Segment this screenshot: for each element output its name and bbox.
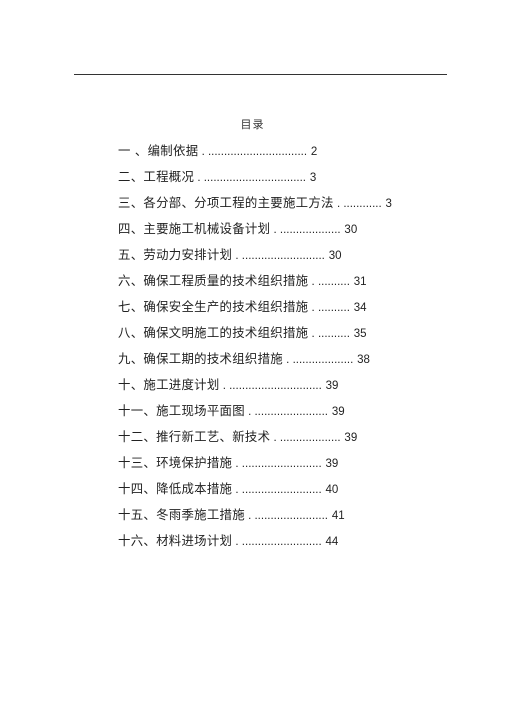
toc-entry-leader: . ................... (270, 224, 341, 236)
toc-entry[interactable]: 十四、降低成本措施 . ......................... 40 (118, 479, 392, 505)
toc-entry[interactable]: 七、确保安全生产的技术组织措施 . .......... 34 (118, 297, 392, 323)
toc-entry[interactable]: 十、施工进度计划 . .............................… (118, 375, 392, 401)
toc-entry[interactable]: 十六、材料进场计划 . ......................... 44 (118, 531, 392, 557)
toc-entry-label: 二、工程概况 (118, 169, 195, 184)
toc-entry-page-number: 30 (344, 224, 358, 236)
toc-entry-page-number: 34 (353, 302, 367, 314)
toc-entry[interactable]: 九、确保工期的技术组织措施 . ................... 38 (118, 349, 392, 375)
toc-entry-page-number: 31 (353, 276, 367, 288)
toc-entry-page-number: 41 (331, 510, 345, 522)
toc-entry-leader: . ......................... (232, 458, 322, 470)
toc-entry-label: 五、劳动力安排计划 (118, 247, 233, 262)
toc-entry-page-number: 35 (353, 328, 367, 340)
toc-entry-page-number: 39 (344, 432, 358, 444)
toc-entry-page-number: 38 (357, 354, 370, 366)
toc-entry[interactable]: 一 、编制依据 . ..............................… (118, 141, 392, 167)
toc-entry-label: 九、确保工期的技术组织措施 (118, 351, 283, 366)
toc-entry-label: 十二、推行新工艺、新技术 (118, 429, 271, 444)
toc-entry-page-number: 39 (325, 458, 339, 470)
toc-entry-leader: . ......................... (232, 536, 322, 548)
toc-entry-page-number: 2 (310, 146, 318, 158)
toc-entry-leader: . ............ (333, 198, 382, 210)
toc-entry-leader: . ................................ (194, 172, 306, 184)
toc-entry-page-number: 40 (325, 484, 339, 496)
toc-entry-label: 十一、施工现场平面图 (118, 403, 245, 418)
toc-entry-label: 六、确保工程质量的技术组织措施 (118, 273, 309, 288)
toc-entry[interactable]: 四、主要施工机械设备计划 . ................... 30 (118, 219, 392, 245)
toc-entry-label: 十、施工进度计划 (118, 377, 220, 392)
toc-entry-label: 十六、材料进场计划 (118, 533, 233, 548)
toc-entry-leader: . .......... (308, 276, 350, 288)
toc-entry-page-number: 39 (331, 406, 345, 418)
toc-entry-leader: . .......................... (232, 250, 325, 262)
toc-entry[interactable]: 五、劳动力安排计划 . .......................... 3… (118, 245, 392, 271)
toc-entry-leader: . ......................... (232, 484, 322, 496)
toc-entry[interactable]: 十二、推行新工艺、新技术 . ................... 39 (118, 427, 392, 453)
toc-entry-label: 十四、降低成本措施 (118, 481, 233, 496)
toc-entry[interactable]: 十三、环境保护措施 . ......................... 39 (118, 453, 392, 479)
toc-entry-page-number: 44 (325, 536, 339, 548)
toc-entry-label: 十五、冬雨季施工措施 (118, 507, 245, 522)
toc-entry[interactable]: 二、工程概况 . ...............................… (118, 167, 392, 193)
toc-entry-leader: . ............................. (219, 380, 322, 392)
toc-entry-leader: . ................... (270, 432, 341, 444)
toc-entry-label: 三、各分部、分项工程的主要施工方法 (118, 195, 334, 210)
toc-entry[interactable]: 六、确保工程质量的技术组织措施 . .......... 31 (118, 271, 392, 297)
toc-entry-leader: . ....................... (244, 510, 328, 522)
toc-entry-page-number: 30 (328, 250, 342, 262)
toc-entry-page-number: 3 (309, 172, 317, 184)
toc-entry-leader: . .......... (308, 328, 350, 340)
toc-entry-leader: . .......... (308, 302, 350, 314)
toc-entry-page-number: 39 (325, 380, 339, 392)
toc-title: 目录 (240, 118, 265, 131)
toc-entry-label: 十三、环境保护措施 (118, 455, 233, 470)
header-rule (74, 74, 447, 75)
toc-entry-label: 八、确保文明施工的技术组织措施 (118, 325, 309, 340)
toc-entry[interactable]: 三、各分部、分项工程的主要施工方法 . ............ 3 (118, 193, 392, 219)
toc-entry-leader: . ............................... (198, 146, 308, 158)
toc-entry-label: 一 、编制依据 (118, 143, 199, 158)
toc-entry-label: 四、主要施工机械设备计划 (118, 221, 271, 236)
toc-entry-label: 七、确保安全生产的技术组织措施 (118, 299, 309, 314)
toc-entry[interactable]: 十一、施工现场平面图 . ....................... 39 (118, 401, 392, 427)
toc-entry[interactable]: 八、确保文明施工的技术组织措施 . .......... 35 (118, 323, 392, 349)
toc-entry-leader: . ................... (282, 354, 354, 366)
toc-list: 一 、编制依据 . ..............................… (118, 141, 392, 557)
toc-entry[interactable]: 十五、冬雨季施工措施 . ....................... 41 (118, 505, 392, 531)
toc-entry-page-number: 3 (385, 198, 392, 210)
toc-entry-leader: . ....................... (244, 406, 328, 418)
